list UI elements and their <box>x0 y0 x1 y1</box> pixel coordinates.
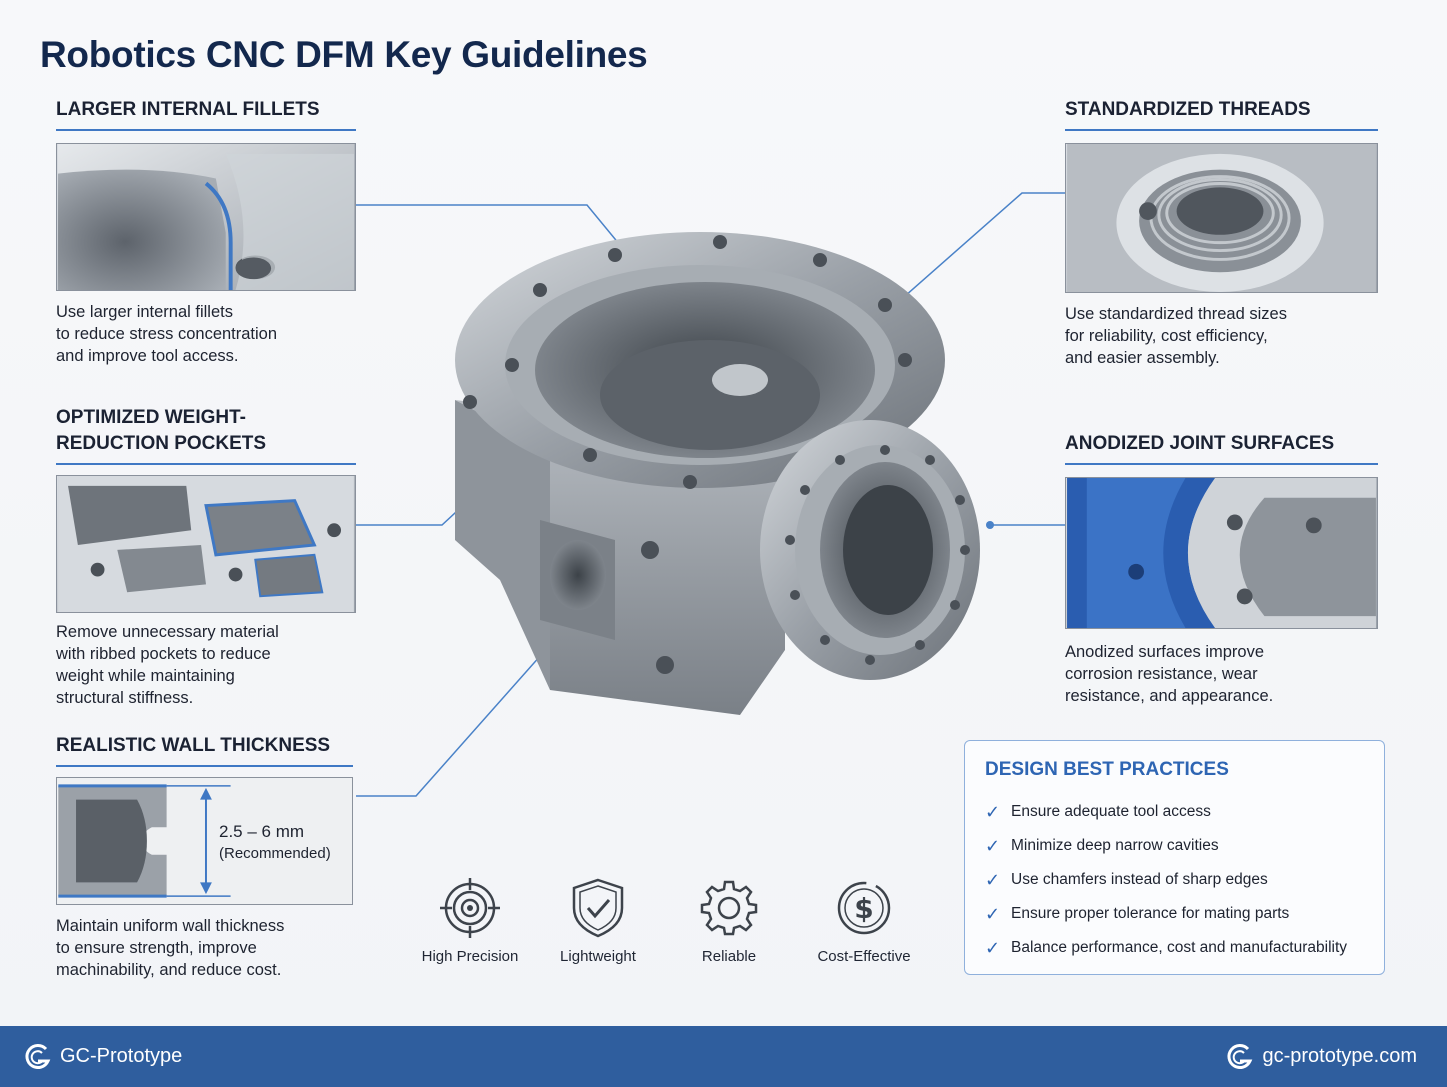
section-description: Maintain uniform wall thickness to ensur… <box>56 917 285 979</box>
section-pockets: OPTIMIZED WEIGHT- REDUCTION POCKETS Remo… <box>56 405 356 709</box>
list-item: ✓ Balance performance, cost and manufactu… <box>985 931 1364 965</box>
feature-label: Cost-Effective <box>817 948 911 965</box>
checkmark-icon: ✓ <box>985 835 1001 856</box>
footer-bar: GC-Prototype gc-prototype.com <box>0 1026 1447 1087</box>
fillets-image <box>56 143 356 291</box>
footer-website[interactable]: gc-prototype.com <box>1226 1043 1417 1071</box>
gc-logo-icon <box>1227 1043 1253 1069</box>
website-url[interactable]: gc-prototype.com <box>1262 1045 1417 1067</box>
checkmark-icon: ✓ <box>985 801 1001 822</box>
dimension-note: (Recommended) <box>219 845 331 862</box>
list-item: ✓ Ensure proper tolerance for mating part… <box>985 897 1364 931</box>
section-anodized: ANODIZED JOINT SURFACES Anodized surface… <box>1065 431 1378 707</box>
section-heading: REALISTIC WALL THICKNESS <box>56 733 353 767</box>
feature-label: High Precision <box>421 948 519 965</box>
section-walls: REALISTIC WALL THICKNESS 2.5 – 6 mm (Rec… <box>56 733 356 981</box>
cnc-housing-illustration <box>455 232 980 715</box>
threads-image <box>1065 143 1378 293</box>
section-description: Use standardized thread sizes for reliab… <box>1065 305 1287 367</box>
page-title: Robotics CNC DFM Key Guidelines <box>40 34 648 75</box>
anodized-image <box>1065 477 1378 629</box>
dimension-value: 2.5 – 6 mm <box>219 822 305 841</box>
feature-lightweight: Lightweight <box>538 876 658 965</box>
feature-reliable: Reliable <box>669 876 789 965</box>
gear-icon <box>700 880 758 936</box>
checkmark-icon: ✓ <box>985 937 1001 958</box>
dollar-icon: $ <box>837 881 891 935</box>
gc-logo-icon <box>25 1043 51 1069</box>
feature-cost-effective: $ Cost-Effective <box>804 876 924 965</box>
walls-image: 2.5 – 6 mm (Recommended) <box>56 777 353 905</box>
list-item: ✓ Use chamfers instead of sharp edges <box>985 863 1364 897</box>
list-item: ✓ Minimize deep narrow cavities <box>985 829 1364 863</box>
practice-text: Balance performance, cost and manufactur… <box>1011 939 1348 956</box>
feature-label: Lightweight <box>560 948 636 965</box>
checkmark-icon: ✓ <box>985 869 1001 890</box>
practices-list: ✓ Ensure adequate tool access ✓ Minimize d… <box>985 795 1364 965</box>
practice-text: Ensure proper tolerance for mating parts <box>1011 905 1290 922</box>
feature-high-precision: High Precision <box>410 876 530 965</box>
section-heading: STANDARDIZED THREADS <box>1065 97 1378 131</box>
design-best-practices: DESIGN BEST PRACTICES ✓ Ensure adequate t… <box>964 740 1385 975</box>
brand-name: GC-Prototype <box>60 1045 183 1067</box>
checkmark-icon: ✓ <box>985 903 1001 924</box>
section-description: Anodized surfaces improve corrosion resi… <box>1065 643 1274 705</box>
footer-brand: GC-Prototype <box>24 1043 182 1071</box>
section-heading: ANODIZED JOINT SURFACES <box>1065 431 1378 465</box>
section-description: Use larger internal fillets to reduce st… <box>56 303 278 365</box>
section-description: Remove unnecessary material with ribbed … <box>56 623 279 707</box>
section-heading: LARGER INTERNAL FILLETS <box>56 97 356 131</box>
feature-label: Reliable <box>701 948 757 965</box>
section-heading: OPTIMIZED WEIGHT- REDUCTION POCKETS <box>56 405 356 465</box>
practices-heading: DESIGN BEST PRACTICES <box>985 759 1229 780</box>
practice-text: Use chamfers instead of sharp edges <box>1011 871 1268 888</box>
practice-text: Minimize deep narrow cavities <box>1011 837 1219 854</box>
section-threads: STANDARDIZED THREADS Use standardized th… <box>1065 97 1378 369</box>
section-fillets: LARGER INTERNAL FILLETS Use larger inter… <box>56 97 356 367</box>
shield-check-icon <box>572 878 624 938</box>
list-item: ✓ Ensure adequate tool access <box>985 795 1364 829</box>
target-icon <box>440 878 500 938</box>
practice-text: Ensure adequate tool access <box>1011 803 1211 820</box>
pockets-image <box>56 475 356 613</box>
svg-text:$: $ <box>854 892 873 925</box>
